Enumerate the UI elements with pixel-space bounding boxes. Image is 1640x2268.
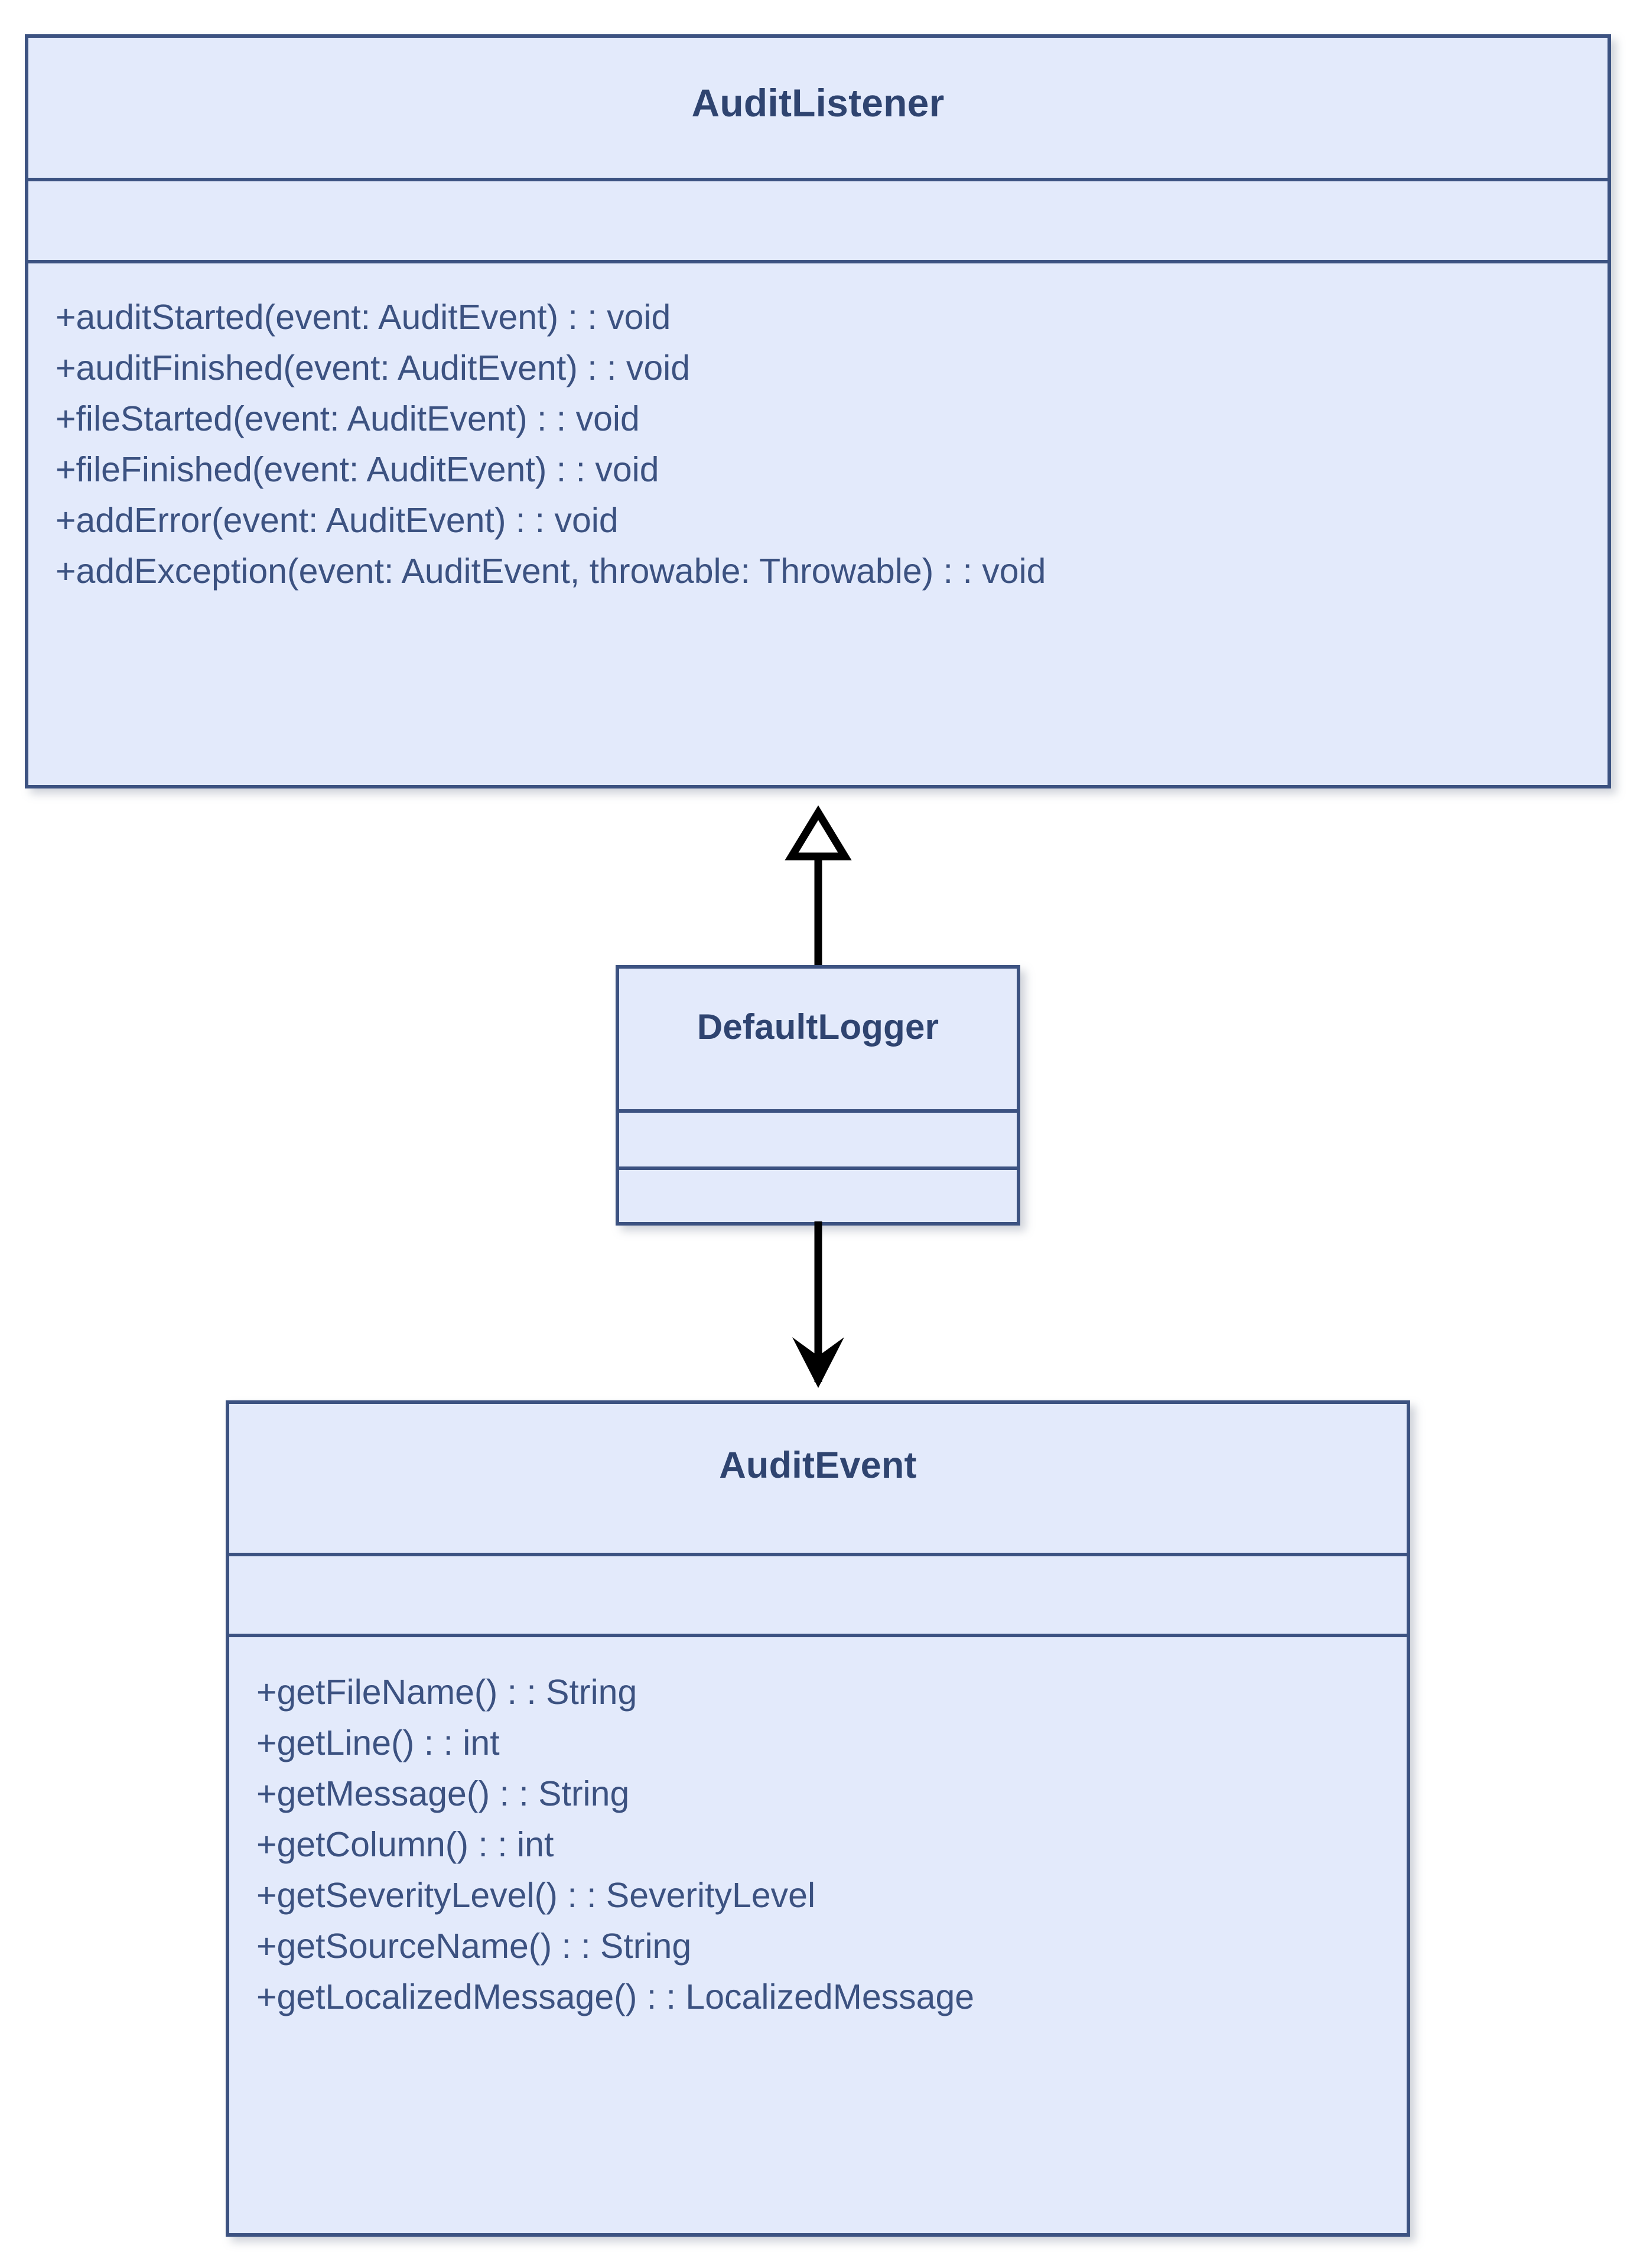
class-title-audit-listener: AuditListener bbox=[691, 81, 945, 125]
class-member: +fileStarted(event: AuditEvent) : : void bbox=[56, 399, 640, 438]
class-member: +addError(event: AuditEvent) : : void bbox=[56, 501, 619, 540]
uml-class-audit-event[interactable]: AuditEvent +getFileName() : : String +ge… bbox=[226, 1400, 1410, 2237]
class-member: +addException(event: AuditEvent, throwab… bbox=[56, 552, 1046, 591]
class-member: +auditStarted(event: AuditEvent) : : voi… bbox=[56, 298, 671, 337]
methods-compartment-audit-event: +getFileName() : : String +getLine() : :… bbox=[256, 1667, 1407, 2022]
compartment-divider-methods bbox=[619, 1166, 1017, 1170]
class-member: +getMessage() : : String bbox=[256, 1774, 630, 1813]
class-member: +getLine() : : int bbox=[256, 1723, 500, 1762]
compartment-divider-methods bbox=[28, 260, 1608, 263]
dependency-connector-defaultlogger-to-auditevent[interactable] bbox=[783, 1221, 854, 1406]
class-member: +getSeverityLevel() : : SeverityLevel bbox=[256, 1876, 816, 1915]
methods-compartment-audit-listener: +auditStarted(event: AuditEvent) : : voi… bbox=[56, 292, 1608, 597]
uml-class-audit-listener[interactable]: AuditListener +auditStarted(event: Audit… bbox=[25, 34, 1611, 788]
class-member: +getSourceName() : : String bbox=[256, 1927, 692, 1966]
compartment-divider-attributes bbox=[28, 178, 1608, 181]
compartment-divider-methods bbox=[229, 1634, 1407, 1637]
class-title-default-logger: DefaultLogger bbox=[697, 1007, 939, 1047]
class-member: +getColumn() : : int bbox=[256, 1825, 554, 1864]
attributes-compartment-default-logger bbox=[619, 1113, 1017, 1166]
class-member: +auditFinished(event: AuditEvent) : : vo… bbox=[56, 348, 691, 387]
generalization-connector-defaultlogger-to-auditlistener[interactable] bbox=[783, 786, 854, 969]
class-member: +getLocalizedMessage() : : LocalizedMess… bbox=[256, 1977, 975, 2016]
class-title-audit-event: AuditEvent bbox=[719, 1445, 917, 1486]
class-member: +fileFinished(event: AuditEvent) : : voi… bbox=[56, 450, 659, 489]
class-member: +getFileName() : : String bbox=[256, 1673, 637, 1712]
methods-compartment-default-logger bbox=[619, 1170, 1017, 1222]
attributes-compartment-audit-event bbox=[229, 1556, 1407, 1634]
compartment-divider-attributes bbox=[229, 1553, 1407, 1556]
uml-class-default-logger[interactable]: DefaultLogger bbox=[616, 965, 1020, 1226]
attributes-compartment-audit-listener bbox=[28, 181, 1608, 260]
compartment-divider-attributes bbox=[619, 1109, 1017, 1113]
